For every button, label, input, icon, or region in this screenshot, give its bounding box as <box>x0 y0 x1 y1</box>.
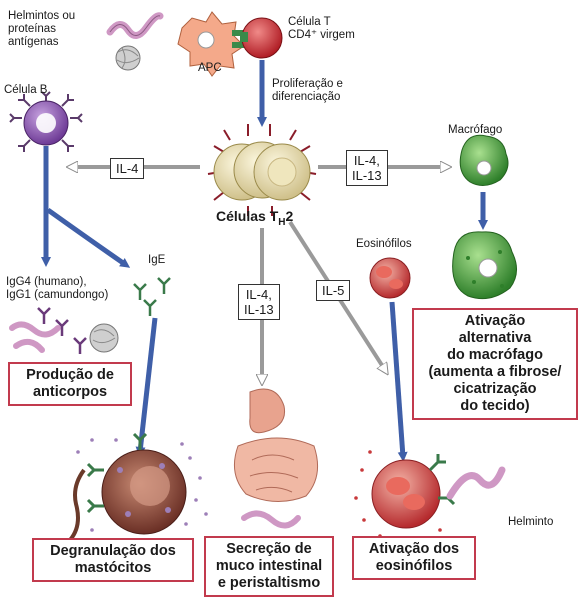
apc-label: APC <box>198 62 222 74</box>
antibody-production-box: Produção de anticorpos <box>8 362 132 406</box>
helminth-antigen-icon <box>106 12 164 71</box>
mucus-secretion-box: Secreção de muco intestinal e peristalti… <box>204 536 334 597</box>
helminth-antigen-label: Helmintos ou proteínas antígenas <box>8 10 76 48</box>
mast-degranulation-box: Degranulação dos mastócitos <box>32 538 194 582</box>
blue-arrows <box>41 60 488 462</box>
th2-sub: H <box>278 216 286 228</box>
ige-label: IgE <box>148 254 166 266</box>
il4-il13-right-box: IL-4, IL-13 <box>346 150 388 186</box>
th2-main: Células T <box>216 208 279 224</box>
macrophage-icon <box>459 134 509 186</box>
th2-suffix: 2 <box>285 208 294 224</box>
il4-left-box: IL-4 <box>110 158 145 179</box>
macrophage-activation-box: Ativação alternativa do macrófago (aumen… <box>412 308 578 420</box>
il5-box: IL-5 <box>316 280 351 301</box>
arrow-ige-to-mast <box>135 317 158 457</box>
naive-t-cell-label: Célula T CD4⁺ virgem <box>288 16 355 41</box>
b-cell-label: Célula B <box>4 84 48 96</box>
naive-t-cell-icon <box>240 17 283 59</box>
eosinophil-icon <box>369 257 411 299</box>
intestine-icon <box>233 388 319 529</box>
arrow-bcell-to-ige <box>46 207 131 268</box>
apc-icon <box>177 11 246 77</box>
igg-label: IgG4 (humano), IgG1 (camundongo) <box>6 276 109 301</box>
th2-cells-label: Células TH2 <box>216 208 293 228</box>
helminth-label: Helminto <box>508 516 554 528</box>
macrophage-label: Macrófago <box>448 124 503 136</box>
activated-eosinophil-icon <box>354 450 506 544</box>
il4-il13-down-box: IL-4, IL-13 <box>238 284 280 320</box>
th2-cells-icon <box>207 124 317 216</box>
ige-antibodies-icon <box>133 277 171 316</box>
activated-macrophage-icon <box>452 231 517 300</box>
arrow-eosinophil-activation <box>389 301 408 462</box>
mast-cell-icon <box>68 432 208 542</box>
b-cell-icon <box>9 91 83 152</box>
igg-antibodies-icon <box>9 307 119 354</box>
eosinophil-activation-box: Ativação dos eosinófilos <box>352 536 476 580</box>
eosinophils-label: Eosinófilos <box>356 238 412 250</box>
proliferation-label: Proliferação e diferenciação <box>272 78 343 103</box>
